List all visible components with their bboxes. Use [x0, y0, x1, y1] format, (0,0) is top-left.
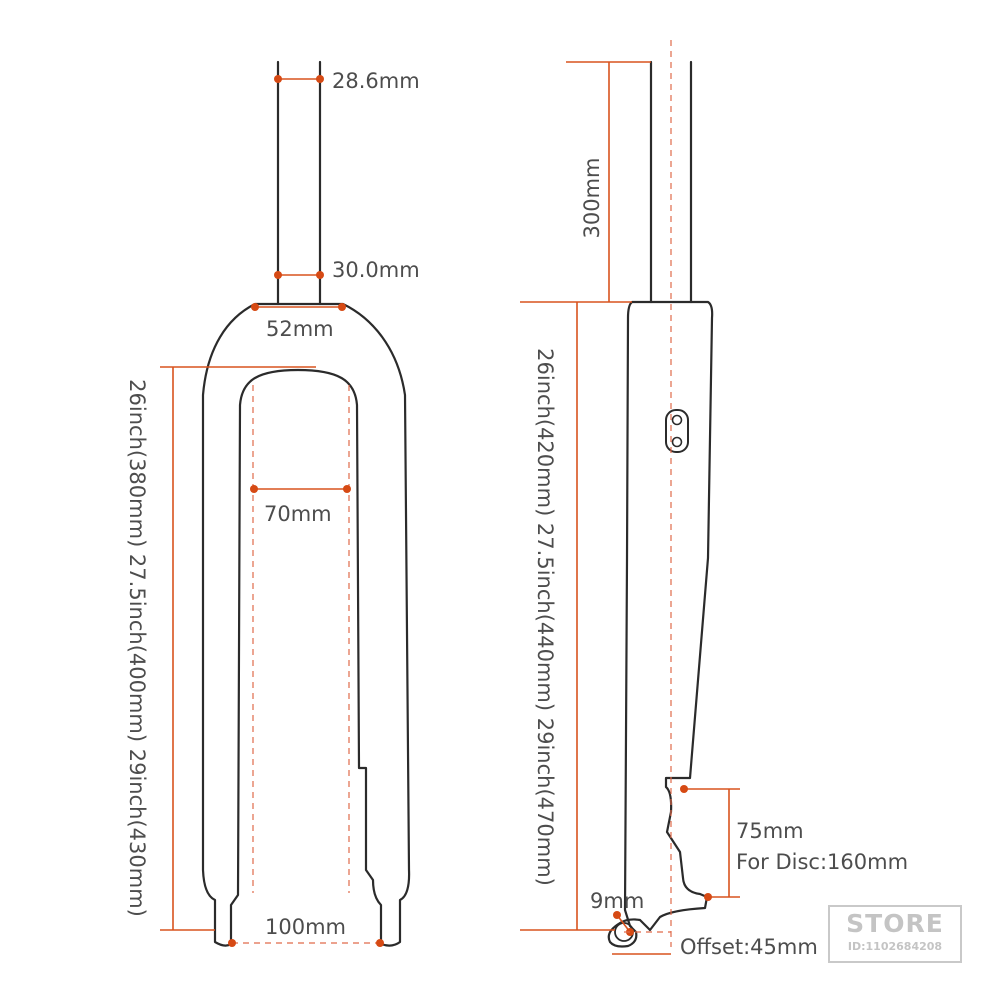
label-steerer-length: 300mm — [580, 158, 604, 239]
dim-crown-dot-right — [338, 303, 346, 311]
label-leg-length: 26inch(380mm) 27.5inch(400mm) 29inch(430… — [125, 379, 149, 917]
front-view: 28.6mm 30.0mm 52mm 70mm 100mm 26inch(380… — [125, 60, 420, 947]
side-fork-outline — [607, 300, 714, 948]
front-fork-outline — [201, 302, 411, 947]
label-tire-clearance: 70mm — [264, 502, 332, 526]
dim-disc-dot-top — [680, 785, 688, 793]
label-dropout-depth: 9mm — [590, 889, 644, 913]
front-steerer-tube — [276, 60, 322, 306]
dim-disc-dot-bottom — [704, 893, 712, 901]
dim-steerer-top-dot-left — [274, 75, 282, 83]
dim-steerer-bottom-dot-left — [274, 271, 282, 279]
dim-crown-dot-left — [251, 303, 259, 311]
dim-dropout-dot-top — [613, 911, 621, 919]
cable-guide — [665, 409, 689, 453]
label-axle-spacing: 100mm — [265, 915, 346, 939]
label-offset: Offset:45mm — [680, 935, 818, 959]
cable-guide-hole-bottom — [671, 436, 683, 448]
store-watermark: STORE ID:1102684208 — [828, 905, 962, 963]
label-crown-width: 52mm — [266, 317, 334, 341]
side-steerer-tube — [649, 60, 693, 304]
side-view: 300mm 26inch(420mm) 27.5inch(440mm) 29in… — [520, 40, 908, 959]
cable-guide-hole-top — [671, 414, 683, 426]
dim-axle-dot-right — [376, 939, 384, 947]
dim-axle-dot-left — [228, 939, 236, 947]
dim-steerer-bottom-dot-right — [316, 271, 324, 279]
label-steerer-top-width: 28.6mm — [332, 69, 420, 93]
dim-clearance-dot-right — [343, 485, 351, 493]
dim-steerer-top-dot-right — [316, 75, 324, 83]
label-disc-mount: 75mm — [736, 819, 804, 843]
dim-clearance-dot-left — [250, 485, 258, 493]
label-steerer-bottom-width: 30.0mm — [332, 258, 420, 282]
watermark-id: ID:1102684208 — [847, 940, 943, 953]
label-disc-rotor: For Disc:160mm — [736, 850, 908, 874]
label-axle-to-crown: 26inch(420mm) 27.5inch(440mm) 29inch(470… — [533, 348, 557, 886]
watermark-title: STORE — [846, 909, 944, 938]
